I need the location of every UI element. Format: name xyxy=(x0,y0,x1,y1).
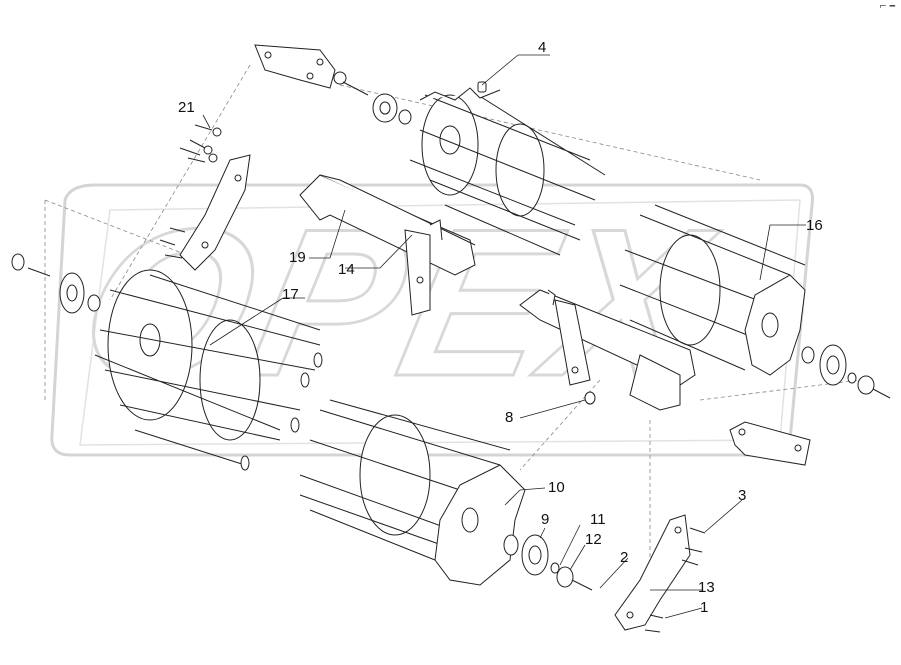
cross-bar-14 xyxy=(299,174,476,316)
callout-2: 2 xyxy=(620,549,629,566)
bottom-roller-cage xyxy=(299,399,526,586)
bearing-9 xyxy=(503,534,593,591)
left-bearing xyxy=(11,253,101,314)
top-mounting-plate xyxy=(254,44,412,125)
callout-4: 4 xyxy=(538,39,547,56)
left-bracket xyxy=(159,154,251,271)
left-roller-cage xyxy=(94,269,323,471)
callout-1: 1 xyxy=(700,599,709,616)
callout-16: 16 xyxy=(806,217,823,234)
callout-10: 10 xyxy=(548,479,565,496)
callout-9: 9 xyxy=(541,511,550,528)
bracket-13 xyxy=(614,514,706,633)
callout-19: 19 xyxy=(289,249,306,266)
callout-3: 3 xyxy=(738,487,747,504)
callout-12: 12 xyxy=(585,531,602,548)
callout-8: 8 xyxy=(505,409,514,426)
right-mounting-plate xyxy=(729,421,811,466)
callout-14: 14 xyxy=(338,261,355,278)
right-bearing xyxy=(801,344,891,399)
top-roller-cage xyxy=(409,87,606,256)
callout-21: 21 xyxy=(178,99,195,116)
right-roller-cage xyxy=(619,204,806,376)
callout-leaders xyxy=(202,54,806,619)
corner-mark: ⌐ ━ xyxy=(879,2,895,12)
nut-4 xyxy=(477,81,487,93)
callout-17: 17 xyxy=(282,286,299,303)
bolts-21 xyxy=(179,124,222,163)
callout-11: 11 xyxy=(590,511,606,528)
callout-13: 13 xyxy=(698,579,715,596)
right-cross-bar xyxy=(519,289,696,411)
